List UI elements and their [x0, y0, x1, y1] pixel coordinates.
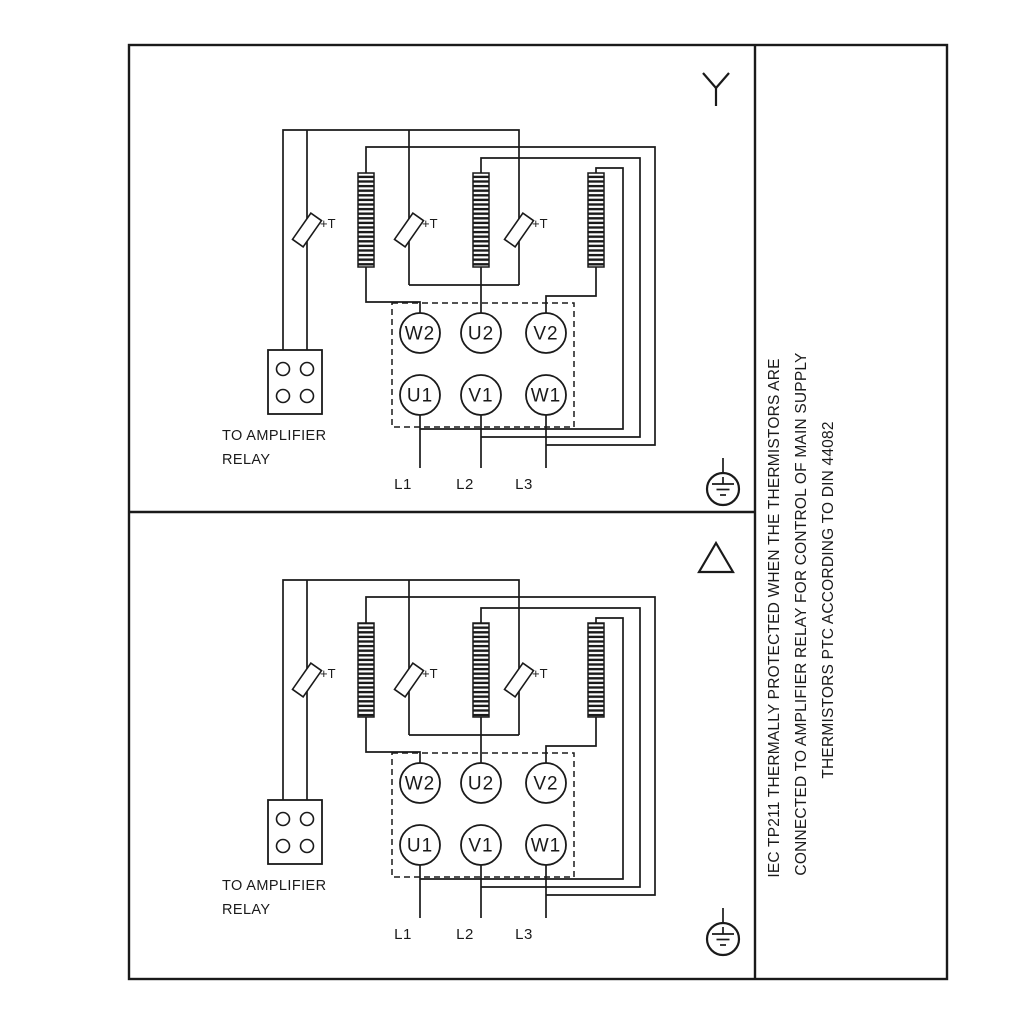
thermistor-2: +T	[393, 212, 438, 248]
mains-label-l1: L1	[394, 926, 412, 943]
delta-connection-icon	[697, 540, 735, 574]
winding-top-wires	[365, 146, 656, 446]
terminal-w1: W1	[525, 374, 567, 416]
side-note-line2: CONNECTED TO AMPLIFIER RELAY FOR CONTROL…	[793, 352, 810, 875]
terminal-v2: V2	[525, 312, 567, 354]
relay-caption-line1: TO AMPLIFIER	[222, 428, 326, 444]
thermistor-label: +T	[422, 666, 438, 681]
thermistor-label: +T	[532, 216, 548, 231]
terminal-label: V2	[533, 324, 558, 345]
terminal-v1: V1	[460, 374, 502, 416]
earth-ground-icon	[705, 458, 741, 507]
thermistor-3: +T	[503, 662, 548, 698]
motor-winding-2	[472, 172, 490, 268]
relay-caption-line2: RELAY	[222, 902, 270, 918]
panel-star: +T +T +T W2 U2 V2 U1 V1	[222, 72, 741, 507]
panel-star-wires	[282, 129, 656, 468]
amplifier-relay-block	[267, 799, 323, 865]
terminal-v2: V2	[525, 762, 567, 804]
drawing-frame	[127, 43, 949, 981]
thermistor-icon	[393, 212, 425, 248]
mains-label-l2: L2	[456, 926, 474, 943]
winding-bottom-wires	[365, 267, 597, 313]
terminal-label: W1	[531, 386, 562, 407]
side-note-line3: THERMISTORS PTC ACCORDING TO DIN 44082	[820, 421, 837, 778]
relay-caption-line1: TO AMPLIFIER	[222, 878, 326, 894]
thermistor-1: +T	[291, 212, 336, 248]
side-note: IEC TP211 THERMALLY PROTECTED WHEN THE T…	[766, 352, 837, 877]
terminal-board-outline	[391, 302, 575, 428]
mains-lead-wires	[419, 415, 547, 468]
thermistor-label: +T	[422, 216, 438, 231]
thermistor-label: +T	[532, 666, 548, 681]
motor-winding-2	[472, 622, 490, 718]
terminal-label: W2	[405, 774, 436, 795]
thermistor-1: +T	[291, 662, 336, 698]
mains-label-l1: L1	[394, 476, 412, 493]
thermistor-icon	[291, 212, 323, 248]
relay-caption-line2: RELAY	[222, 452, 270, 468]
terminal-label: U2	[468, 774, 494, 795]
terminal-label: V1	[468, 386, 493, 407]
mains-label-l3: L3	[515, 926, 533, 943]
thermistor-label: +T	[320, 216, 336, 231]
thermistor-icon	[503, 662, 535, 698]
winding-top-wires	[365, 596, 656, 896]
terminal-u2: U2	[460, 312, 502, 354]
side-note-line1: IEC TP211 THERMALLY PROTECTED WHEN THE T…	[766, 358, 783, 877]
terminal-label: W2	[405, 324, 436, 345]
terminal-u1: U1	[399, 824, 441, 866]
terminal-w2: W2	[399, 312, 441, 354]
amplifier-relay-block	[267, 349, 323, 415]
terminal-u1: U1	[399, 374, 441, 416]
thermistor-icon	[503, 212, 535, 248]
terminal-w2: W2	[399, 762, 441, 804]
terminal-w1: W1	[525, 824, 567, 866]
panel-delta: +T +T +T W2 U2 V2 U1 V1	[222, 540, 741, 957]
thermistor-icon	[291, 662, 323, 698]
terminal-label: V1	[468, 836, 493, 857]
mains-label-l3: L3	[515, 476, 533, 493]
terminal-u2: U2	[460, 762, 502, 804]
terminal-label: W1	[531, 836, 562, 857]
terminal-v1: V1	[460, 824, 502, 866]
thermistor-2: +T	[393, 662, 438, 698]
thermistor-label: +T	[320, 666, 336, 681]
mains-label-l2: L2	[456, 476, 474, 493]
motor-winding-1	[357, 172, 375, 268]
terminal-board-outline	[391, 752, 575, 878]
panel-delta-wires	[282, 579, 656, 918]
motor-winding-3	[587, 622, 605, 718]
thermistor-icon	[393, 662, 425, 698]
terminal-label: U2	[468, 324, 494, 345]
mains-lead-wires	[419, 865, 547, 918]
thermistor-3: +T	[503, 212, 548, 248]
winding-bottom-wires	[365, 717, 597, 763]
terminal-label: U1	[407, 836, 433, 857]
terminal-label: V2	[533, 774, 558, 795]
earth-ground-icon	[705, 908, 741, 957]
star-connection-icon	[702, 72, 730, 106]
terminal-label: U1	[407, 386, 433, 407]
motor-winding-1	[357, 622, 375, 718]
motor-winding-3	[587, 172, 605, 268]
